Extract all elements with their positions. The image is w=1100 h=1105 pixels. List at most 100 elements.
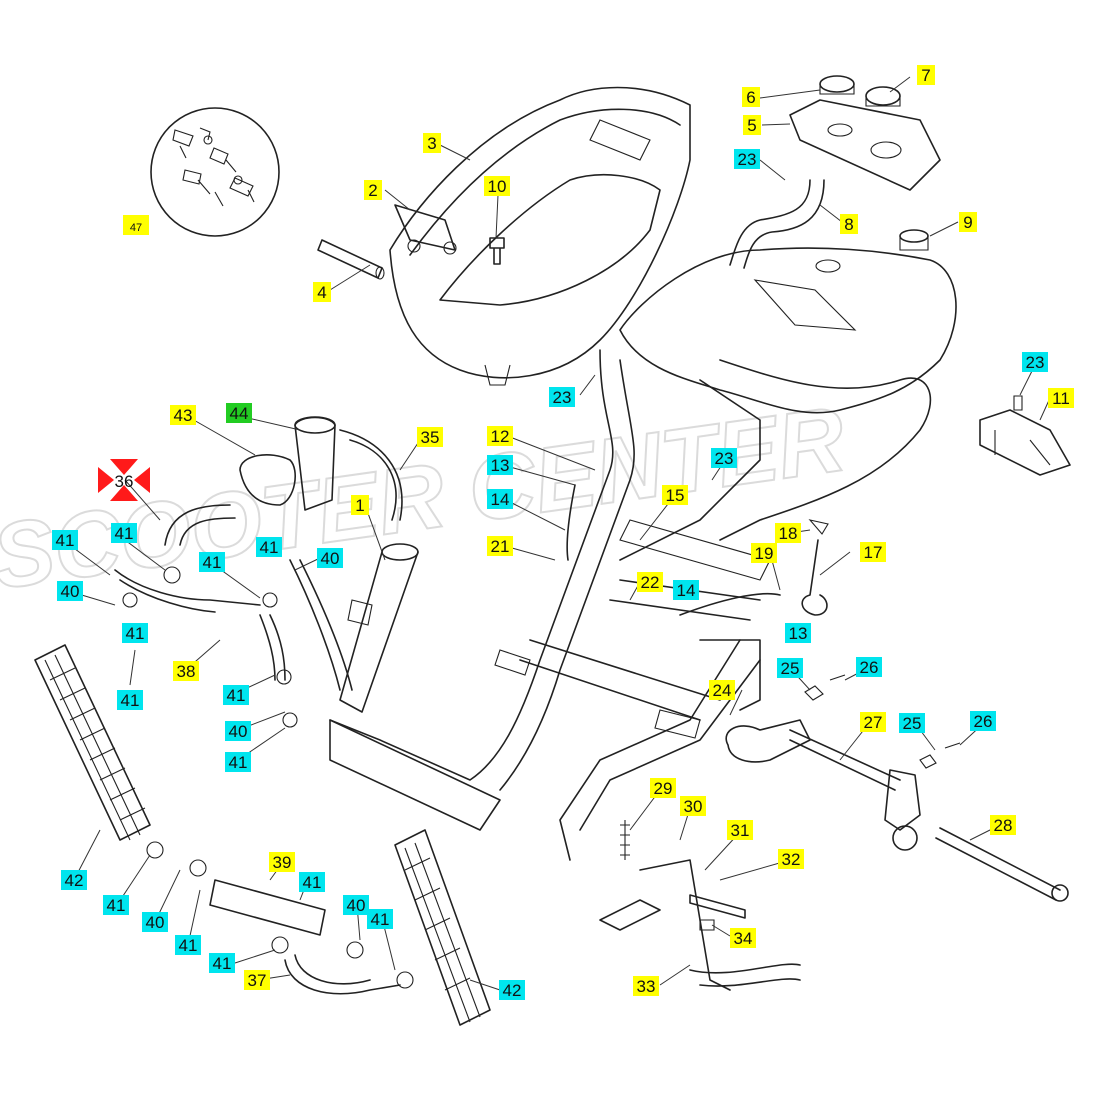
callout-40[interactable]: 40 [57,581,83,601]
callout-4[interactable]: 4 [313,282,331,302]
callout-47[interactable]: 47 [123,215,149,235]
callout-35[interactable]: 35 [417,427,443,447]
callout-highlight [351,495,369,515]
callout-37[interactable]: 37 [244,970,270,990]
coolant-hoses[interactable] [114,429,403,995]
callout-14[interactable]: 14 [673,580,699,600]
callout-highlight [775,523,801,543]
callout-31[interactable]: 31 [727,820,753,840]
callout-41[interactable]: 41 [103,895,129,915]
callout-23[interactable]: 23 [549,387,575,407]
callout-number: 23 [553,388,572,407]
callout-26[interactable]: 26 [856,657,882,677]
callout-41[interactable]: 41 [111,523,137,543]
brake-pivot[interactable] [801,519,829,616]
callout-18[interactable]: 18 [775,523,801,543]
callout-41[interactable]: 41 [209,953,235,973]
radiator-right[interactable] [394,829,491,1026]
callout-highlight [856,657,882,677]
callout-number: 6 [746,88,755,107]
callout-39[interactable]: 39 [269,852,295,872]
callout-42[interactable]: 42 [499,980,525,1000]
callout-8[interactable]: 8 [840,214,858,234]
speedo-cable[interactable] [566,484,781,616]
oil-tank-cover[interactable] [789,75,941,191]
callout-number: 8 [844,215,853,234]
callout-number: 14 [677,581,696,600]
callout-2[interactable]: 2 [364,180,382,200]
callout-12[interactable]: 12 [487,426,513,446]
callout-26[interactable]: 26 [970,711,996,731]
callout-highlight [734,149,760,169]
callout-41[interactable]: 41 [223,685,249,705]
lock-set-inset[interactable] [150,107,280,237]
callout-40[interactable]: 40 [343,895,369,915]
main-frame[interactable] [329,349,932,861]
callout-40[interactable]: 40 [317,548,343,568]
callout-highlight [226,403,252,423]
callout-15[interactable]: 15 [662,485,688,505]
tub-bolt[interactable] [489,237,505,265]
callout-24[interactable]: 24 [709,680,735,700]
callout-41[interactable]: 41 [299,872,325,892]
hinge-bracket[interactable] [394,204,457,255]
callout-25[interactable]: 25 [899,713,925,733]
fuel-tank[interactable] [619,229,957,414]
engine-mount-link[interactable] [725,674,1069,902]
callout-38[interactable]: 38 [173,661,199,681]
callout-30[interactable]: 30 [680,796,706,816]
expansion-tank[interactable] [239,416,336,511]
callout-41[interactable]: 41 [225,752,251,772]
callout-19[interactable]: 19 [751,543,777,563]
callout-34[interactable]: 34 [730,928,756,948]
filler-hose[interactable] [729,179,825,269]
callout-23[interactable]: 23 [711,448,737,468]
callout-6[interactable]: 6 [742,87,760,107]
callout-highlight [173,661,199,681]
callout-14[interactable]: 14 [487,489,513,509]
callout-41[interactable]: 41 [367,909,393,929]
radiator-left[interactable] [34,644,151,841]
callout-41[interactable]: 41 [199,552,225,572]
callout-11[interactable]: 11 [1048,388,1074,408]
callout-25[interactable]: 25 [777,658,803,678]
hinge-rod[interactable] [317,239,385,280]
callout-41[interactable]: 41 [175,935,201,955]
callout-1[interactable]: 1 [351,495,369,515]
callout-41[interactable]: 41 [117,690,143,710]
callout-5[interactable]: 5 [743,115,761,135]
storage-tub[interactable] [389,86,691,386]
callout-10[interactable]: 10 [484,176,510,196]
callout-27[interactable]: 27 [860,712,886,732]
callout-41[interactable]: 41 [256,537,282,557]
callout-23[interactable]: 23 [1022,352,1048,372]
callout-23[interactable]: 23 [734,149,760,169]
callout-42[interactable]: 42 [61,870,87,890]
callout-40[interactable]: 40 [225,721,251,741]
callout-41[interactable]: 41 [122,623,148,643]
callout-9[interactable]: 9 [959,212,977,232]
callout-3[interactable]: 3 [423,133,441,153]
steering-head-tube[interactable] [329,543,501,831]
callout-number: 41 [179,936,198,955]
callout-number: 17 [864,543,883,562]
callout-29[interactable]: 29 [650,778,676,798]
callout-21[interactable]: 21 [487,536,513,556]
center-stand[interactable] [599,820,801,991]
callout-highlight [727,820,753,840]
callout-43[interactable]: 43 [170,405,196,425]
callout-32[interactable]: 32 [778,849,804,869]
callout-highlight [778,849,804,869]
callout-13[interactable]: 13 [785,623,811,643]
callout-41[interactable]: 41 [52,530,78,550]
callout-22[interactable]: 22 [637,572,663,592]
switch-assembly[interactable] [979,395,1071,476]
callout-7[interactable]: 7 [917,65,935,85]
callout-44[interactable]: 44 [226,403,252,423]
callout-36[interactable]: 36 [98,459,150,501]
callout-33[interactable]: 33 [633,976,659,996]
callout-17[interactable]: 17 [860,542,886,562]
callout-13[interactable]: 13 [487,455,513,475]
callout-28[interactable]: 28 [990,815,1016,835]
callout-40[interactable]: 40 [142,912,168,932]
